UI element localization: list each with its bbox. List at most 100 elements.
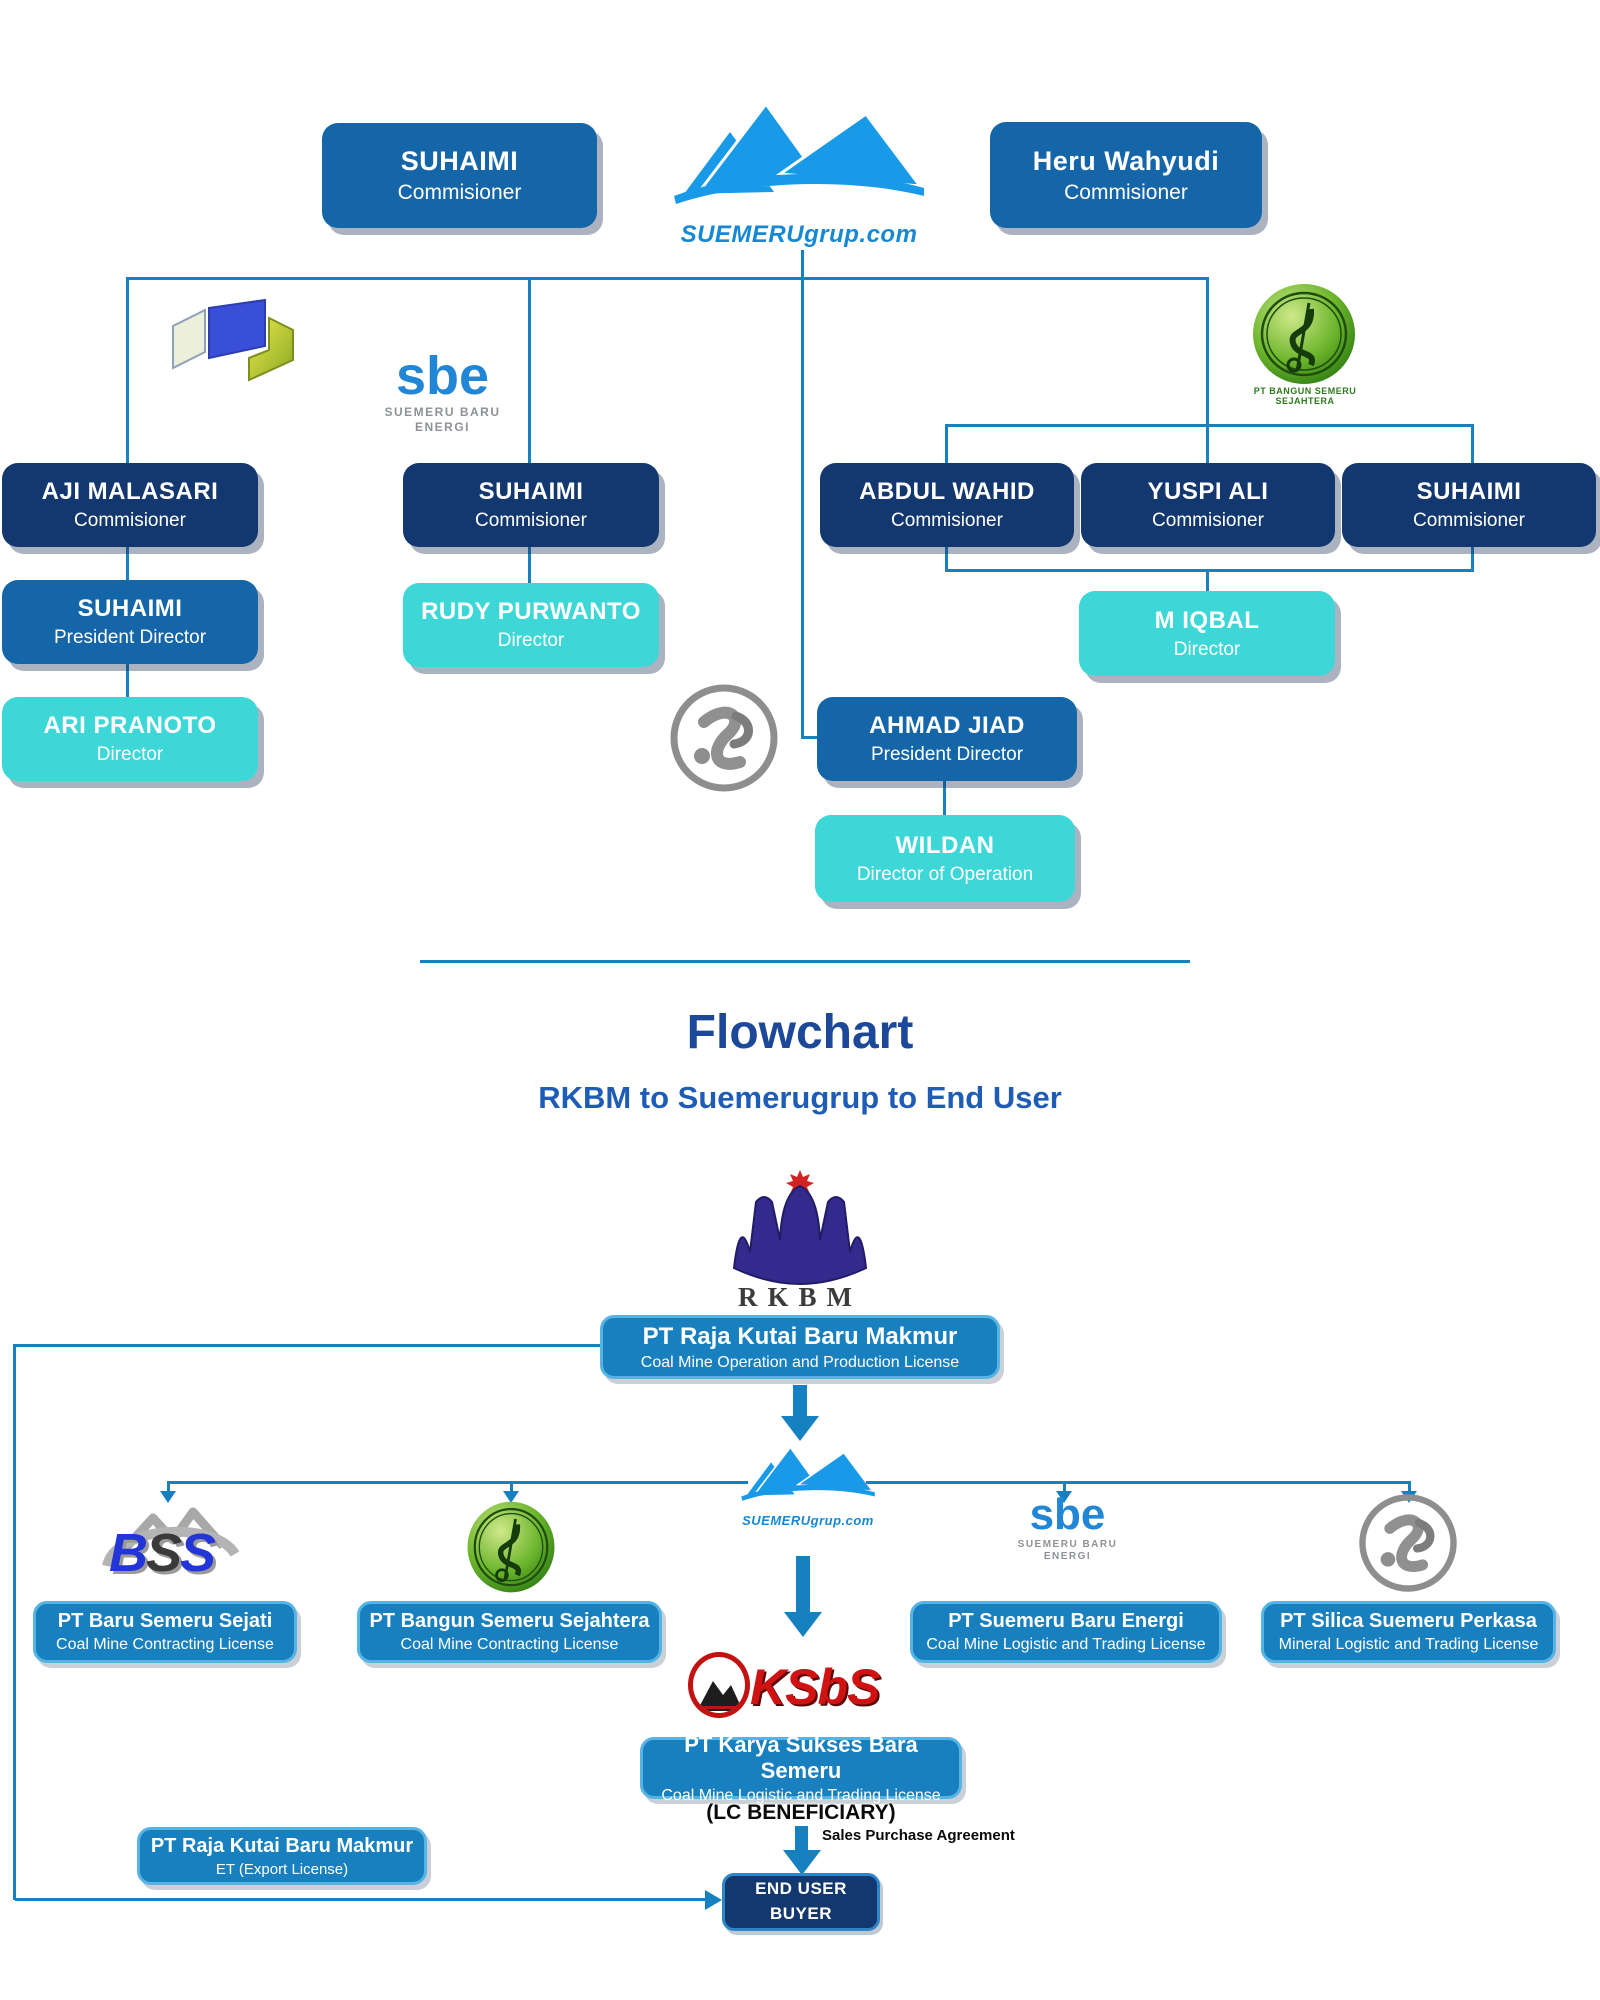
- person-role: Commisioner: [1413, 510, 1525, 531]
- section-divider: [420, 960, 1190, 963]
- person-name: AHMAD JIAD: [869, 712, 1025, 739]
- connector: [945, 424, 948, 465]
- flow-box-end-user-buyer: END USER BUYER: [722, 1873, 880, 1931]
- bangun-semeru-green-logo-small: [467, 1501, 555, 1593]
- company-license: Coal Mine Logistic and Trading License: [926, 1636, 1206, 1653]
- person-name: M IQBAL: [1154, 606, 1260, 634]
- company-license: ET (Export License): [215, 1860, 349, 1878]
- suemeru-grup-logo: SUEMERUgrup.com: [664, 88, 934, 249]
- brand-text: SUEMERUgrup.com: [735, 1513, 881, 1528]
- org-box-wildan: WILDAN Director of Operation: [815, 815, 1075, 902]
- person-name: Heru Wahyudi: [1032, 145, 1220, 176]
- person-name: AJI MALASARI: [41, 478, 219, 505]
- connector: [528, 277, 531, 465]
- person-role: Commisioner: [475, 510, 587, 531]
- person-role: Director: [497, 630, 565, 651]
- flowchart-subtitle: RKBM to Suemerugrup to End User: [538, 1080, 1062, 1115]
- org-box-heru-wahyudi: Heru Wahyudi Commisioner: [990, 122, 1262, 228]
- suemeru-grup-logo-small: SUEMERUgrup.com: [735, 1438, 881, 1528]
- sbe-logo-text: sbe: [1029, 1490, 1106, 1539]
- bss-letter: B: [109, 1523, 148, 1583]
- arrow-down: [796, 1556, 810, 1612]
- person-role: President Director: [870, 744, 1024, 765]
- flow-box-karya-sukses-bara-semeru: PT Karya Sukses Bara Semeru Coal Mine Lo…: [640, 1732, 962, 1804]
- connector: [945, 569, 1474, 572]
- brand-word: SUEMERU: [742, 1513, 811, 1528]
- sales-purchase-agreement-label: Sales Purchase Agreement: [822, 1827, 1015, 1844]
- arrow-down-head: [783, 1850, 821, 1875]
- person-name: YUSPI ALI: [1147, 478, 1269, 505]
- company-license: Coal Mine Contracting License: [56, 1636, 274, 1653]
- connector: [167, 1481, 170, 1491]
- company-license: Coal Mine Contracting License: [400, 1636, 619, 1653]
- cube-logo: [172, 298, 294, 382]
- connector: [168, 1481, 748, 1484]
- sbe-caption-2: ENERGI: [414, 419, 470, 434]
- flow-box-silica-suemeru-perkasa: PT Silica Suemeru Perkasa Mineral Logist…: [1261, 1601, 1556, 1663]
- person-name: ABDUL WAHID: [859, 478, 1035, 505]
- org-box-ahmad-jiad: AHMAD JIAD President Director: [817, 697, 1077, 781]
- flow-box-rkbm-source: PT Raja Kutai Baru Makmur Coal Mine Oper…: [600, 1315, 1000, 1379]
- connector: [1206, 424, 1209, 465]
- flow-box-suemeru-baru-energi: PT Suemeru Baru Energi Coal Mine Logisti…: [910, 1601, 1222, 1663]
- arrow-right-head: [705, 1890, 722, 1910]
- arrow-down: [795, 1826, 808, 1852]
- sbe-caption-1: SUEMERU BARU: [1017, 1538, 1118, 1550]
- end-user-line1: END USER: [755, 1879, 847, 1899]
- person-role: Commisioner: [1064, 180, 1188, 204]
- person-role: Commisioner: [1152, 510, 1264, 531]
- person-name: SUHAIMI: [1416, 478, 1522, 505]
- lc-beneficiary-label: (LC BENEFICIARY): [706, 1801, 896, 1824]
- arrow-down-head: [784, 1612, 822, 1637]
- org-box-rudy-purwanto: RUDY PURWANTO Director: [403, 583, 659, 667]
- person-name: WILDAN: [895, 831, 995, 859]
- connector: [866, 1481, 1411, 1484]
- org-box-yuspi-ali: YUSPI ALI Commisioner: [1081, 463, 1335, 547]
- connector: [945, 424, 1474, 427]
- org-box-suhaimi-top: SUHAIMI Commisioner: [322, 123, 597, 228]
- company-name: PT Suemeru Baru Energi: [948, 1610, 1184, 1632]
- person-role: Commisioner: [397, 181, 522, 204]
- org-box-suhaimi-right: SUHAIMI Commisioner: [1342, 463, 1596, 547]
- mountains-icon: [674, 101, 924, 204]
- connector: [943, 780, 946, 815]
- connector: [126, 547, 129, 582]
- flow-box-baru-semeru-sejati: PT Baru Semeru Sejati Coal Mine Contract…: [33, 1601, 297, 1663]
- connector: [13, 1344, 16, 1900]
- connector: [1471, 424, 1474, 465]
- person-role: Commisioner: [891, 510, 1003, 531]
- company-license: Coal Mine Logistic and Trading License: [661, 1786, 941, 1804]
- connector: [801, 250, 804, 279]
- person-role: Director: [96, 744, 164, 765]
- arrow-down-head: [503, 1491, 519, 1503]
- rkbm-logo-text: RKBM: [738, 1282, 862, 1310]
- connector: [126, 662, 129, 699]
- connector: [126, 277, 129, 465]
- org-box-aji-malasari: AJI MALASARI Commisioner: [2, 463, 258, 547]
- connector: [1408, 1481, 1411, 1491]
- sbe-logo: sbe SUEMERU BARU ENERGI: [375, 349, 510, 435]
- sbe-caption-2: ENERGI: [1043, 1551, 1092, 1563]
- arrow-down-head: [1056, 1491, 1072, 1503]
- arrow-down-head: [160, 1491, 176, 1503]
- company-license: Mineral Logistic and Trading License: [1278, 1636, 1539, 1653]
- connector: [1063, 1481, 1066, 1491]
- sbe-caption-1: SUEMERU BARU: [384, 404, 501, 419]
- bss-letter: S: [146, 1523, 182, 1583]
- person-name: SUHAIMI: [478, 478, 584, 505]
- connector: [801, 736, 821, 739]
- connector: [128, 277, 1209, 280]
- bss-mountain-icon: [102, 1507, 240, 1568]
- ksbs-logo: KSbS: [688, 1648, 908, 1724]
- company-name: PT Raja Kutai Baru Makmur: [642, 1322, 958, 1350]
- silica-suemeru-gray-logo: [670, 684, 778, 792]
- connector: [945, 547, 948, 571]
- org-box-suhaimi-sbe: SUHAIMI Commisioner: [403, 463, 659, 547]
- green-logo-caption: PT BANGUN SEMERU SEJAHTERA: [1253, 386, 1357, 406]
- person-name: SUHAIMI: [77, 595, 183, 622]
- person-name: SUHAIMI: [400, 146, 519, 176]
- bangun-semeru-green-logo: [1253, 284, 1355, 384]
- company-name: PT Silica Suemeru Perkasa: [1280, 1610, 1537, 1632]
- end-user-line2: BUYER: [769, 1904, 832, 1923]
